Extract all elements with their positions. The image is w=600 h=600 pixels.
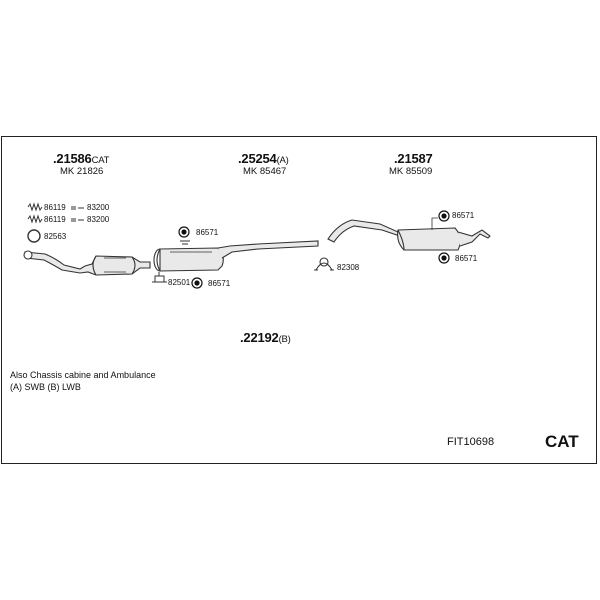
- note-wheelbase: (A) SWB (B) LWB: [10, 382, 81, 392]
- mk-number-rear-silencer: MK 85509: [389, 166, 433, 177]
- part-number-catalytic-converter: .21586CAT: [53, 151, 110, 166]
- hanger-pin-icon: [180, 240, 190, 245]
- gasket-ring-icon: [27, 229, 41, 243]
- catalytic-converter-part: [23, 250, 151, 276]
- label-86119-b: 86119: [44, 215, 66, 224]
- category-label: CAT: [545, 432, 579, 451]
- rubber-mount-icon: [178, 210, 450, 289]
- spring-bolt-icon: [27, 202, 84, 224]
- part-number-rear-silencer: .21587: [394, 151, 433, 166]
- label-86571-c: 86571: [452, 211, 475, 220]
- label-82563: 82563: [44, 232, 67, 241]
- note-chassis: Also Chassis cabine and Ambulance: [10, 370, 156, 380]
- rear-silencer-part: [327, 217, 491, 251]
- part-number-middle-silencer: .25254(A): [238, 151, 289, 166]
- label-83200-b: 83200: [87, 215, 110, 224]
- diagram-code: FIT10698: [447, 436, 495, 448]
- label-86571-d: 86571: [455, 254, 478, 263]
- diagram-frame: [1, 136, 597, 464]
- bracket-icon: [152, 272, 167, 283]
- mk-number-middle-silencer: MK 85467: [243, 166, 287, 177]
- part-number-lwb-pipe: .22192(B): [240, 330, 291, 345]
- label-83200-a: 83200: [87, 203, 110, 212]
- label-86571-b: 86571: [208, 279, 231, 288]
- label-82308: 82308: [337, 263, 360, 272]
- label-86571-a: 86571: [196, 228, 219, 237]
- label-82501: 82501: [168, 278, 191, 287]
- pipe-clamp-icon: [314, 257, 334, 271]
- mk-number-catalytic-converter: MK 21826: [60, 166, 104, 177]
- middle-silencer-part: [153, 240, 319, 272]
- label-86119-a: 86119: [44, 203, 66, 212]
